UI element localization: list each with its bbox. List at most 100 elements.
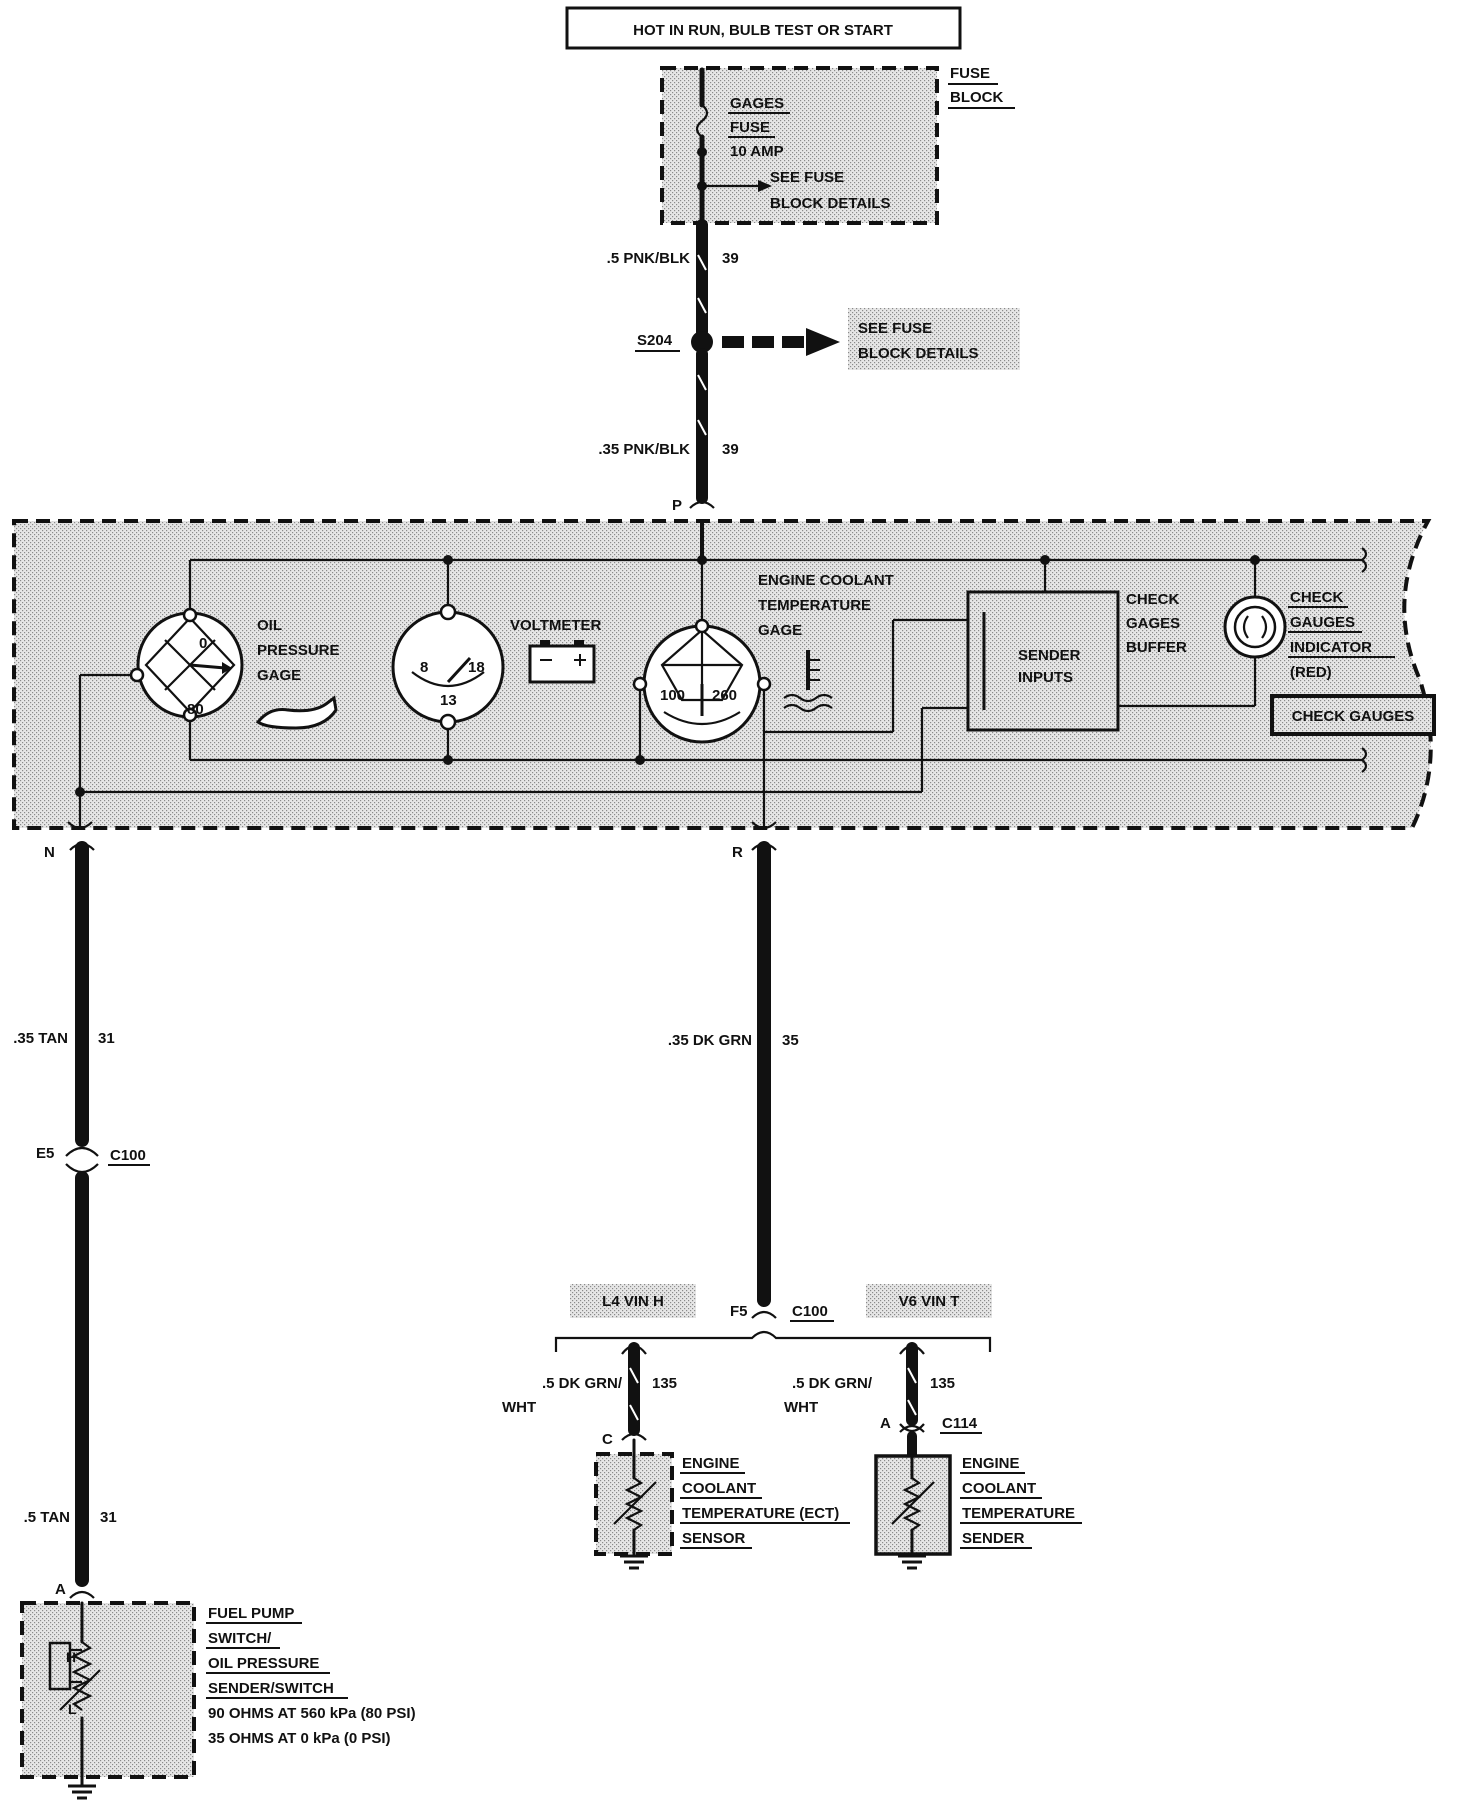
coolant-gauge-high: 260 [712, 687, 737, 704]
voltmeter-label: VOLTMETER [510, 617, 602, 634]
oil-gauge-max: 80 [187, 701, 204, 718]
buffer-label-2: GAGES [1126, 615, 1180, 632]
voltmeter-low: 8 [420, 659, 428, 676]
connector-f5: F5 [730, 1303, 748, 1320]
indicator-label-3: INDICATOR [1290, 639, 1372, 656]
sender-inputs-1: SENDER [1018, 647, 1081, 664]
splice-dot-icon [691, 331, 713, 353]
check-gauges-warning: CHECK GAUGES [1292, 708, 1415, 725]
oil-pressure-gauge: 0 80 OIL PRESSURE GAGE [75, 560, 340, 828]
oil-gauge-min: 0 [199, 635, 207, 652]
thermistor-icon [902, 1477, 922, 1531]
fuse-block: FUSE BLOCK GAGES FUSE 10 AMP SEE FUSE BL… [660, 65, 1015, 228]
coolant-sender-label-1: ENGINE [962, 1455, 1020, 1472]
oil-switch-label-3: OIL PRESSURE [208, 1655, 319, 1672]
oil-switch-low: L [68, 1701, 77, 1717]
wire-pnk-blk-top: .5 PNK/BLK 39 [607, 219, 739, 338]
oil-can-icon [255, 695, 338, 730]
voltmeter: 8 18 13 VOLTMETER [391, 560, 602, 760]
connector-c100-coolant: C100 [792, 1303, 828, 1320]
wire-oil-lower-gauge: .5 TAN [24, 1509, 70, 1526]
power-note-text: HOT IN RUN, BULB TEST OR START [633, 22, 893, 39]
splice-note-1: SEE FUSE [858, 320, 932, 337]
fuse-icon [695, 104, 709, 138]
voltmeter-mid: 13 [440, 692, 457, 709]
coolant-sender-label-3: TEMPERATURE [962, 1505, 1075, 1522]
indicator-label-2: GAUGES [1290, 614, 1355, 631]
connector-pin-c: C [602, 1431, 613, 1448]
wire-coolant-gauge: .35 DK GRN [668, 1032, 752, 1049]
thermistor-icon [624, 1477, 644, 1531]
indicator-label-4: (RED) [1290, 664, 1332, 681]
connector-pin-a-v6: A [880, 1415, 891, 1432]
check-gages-buffer: SENDER INPUTS CHECK GAGES BUFFER [920, 560, 1255, 792]
option-l4: L4 VIN H [602, 1293, 664, 1310]
ect-sensor-label-1: ENGINE [682, 1455, 740, 1472]
coolant-gauge-label-1: ENGINE COOLANT [758, 572, 894, 589]
oil-pressure-circuit: N .35 TAN 31 E5 C100 .5 TAN 31 A H L FUE… [13, 841, 416, 1800]
wire-v6-gauge-2: WHT [784, 1399, 818, 1416]
ground-icon [68, 1784, 96, 1800]
sender-inputs-2: INPUTS [1018, 669, 1073, 686]
cluster-pin-p: P [672, 497, 682, 514]
coolant-temperature-gauge: 100 260 ENGINE COOLANT TEMPERATURE GAGE [632, 560, 968, 828]
wire-mid-circuit: 39 [722, 441, 739, 458]
wire-v6-circuit: 135 [930, 1375, 955, 1392]
resistor-icon [71, 1641, 93, 1711]
splice-id: S204 [637, 332, 673, 349]
ground-icon [898, 1554, 926, 1570]
arrow-right-icon [758, 180, 772, 192]
option-v6: V6 VIN T [899, 1293, 960, 1310]
fuse-block-title-1: FUSE [950, 65, 990, 82]
oil-gauge-label-3: GAGE [257, 667, 301, 684]
indicator-label-1: CHECK [1290, 589, 1344, 606]
wire-oil-upper-circuit: 31 [98, 1030, 115, 1047]
wire-top-circuit: 39 [722, 250, 739, 267]
fuse-detail-2: BLOCK DETAILS [770, 195, 891, 212]
oil-switch-high: H [66, 1649, 76, 1665]
oil-switch-spec-1: 90 OHMS AT 560 kPa (80 PSI) [208, 1705, 416, 1722]
oil-switch-label-4: SENDER/SWITCH [208, 1680, 334, 1697]
wire-ect-circuit: 135 [652, 1375, 677, 1392]
ect-sensor-label-2: COOLANT [682, 1480, 756, 1497]
thermometer-icon [783, 650, 833, 713]
oil-gauge-label-2: PRESSURE [257, 642, 340, 659]
wire-oil-lower-circuit: 31 [100, 1509, 117, 1526]
wire-coolant-circuit: 35 [782, 1032, 799, 1049]
cluster-pin-r: R [732, 844, 743, 861]
buffer-label-1: CHECK [1126, 591, 1180, 608]
wire-ect-gauge-2: WHT [502, 1399, 536, 1416]
buffer-label-3: BUFFER [1126, 639, 1187, 656]
cluster-pin-n: N [44, 844, 55, 861]
oil-switch-label-2: SWITCH/ [208, 1630, 272, 1647]
oil-switch-spec-2: 35 OHMS AT 0 kPa (0 PSI) [208, 1730, 391, 1747]
fuse-block-title-2: BLOCK [950, 89, 1003, 106]
voltmeter-high: 18 [468, 659, 485, 676]
wire-pnk-blk-mid: .35 PNK/BLK 39 P [598, 348, 739, 514]
coolant-gauge-label-3: GAGE [758, 622, 802, 639]
ect-sensor-label-4: SENSOR [682, 1530, 746, 1547]
wire-top-gauge: .5 PNK/BLK [607, 250, 691, 267]
connector-pin-a-oil: A [55, 1581, 66, 1598]
coolant-sender-label-4: SENDER [962, 1530, 1025, 1547]
bulb-icon [1242, 615, 1268, 639]
connector-c114: C114 [942, 1415, 978, 1432]
wire-oil-upper-gauge: .35 TAN [13, 1030, 68, 1047]
check-gauges-indicator: CHECK GAUGES INDICATOR (RED) CHECK GAUGE… [1223, 560, 1436, 736]
wire-mid-gauge: .35 PNK/BLK [598, 441, 690, 458]
coolant-sender-label-2: COOLANT [962, 1480, 1036, 1497]
arrow-right-icon [806, 328, 840, 356]
wire-v6-gauge-1: .5 DK GRN/ [792, 1375, 873, 1392]
fuse-rating: 10 AMP [730, 143, 784, 160]
oil-switch-label-1: FUEL PUMP [208, 1605, 294, 1622]
coolant-gauge-low: 100 [660, 687, 685, 704]
splice-s204: S204 SEE FUSE BLOCK DETAILS [635, 308, 1020, 370]
connector-e5: E5 [36, 1145, 54, 1162]
power-note: HOT IN RUN, BULB TEST OR START [565, 6, 962, 50]
ground-icon [620, 1554, 648, 1570]
fuse-name-2: FUSE [730, 119, 770, 136]
oil-gauge-label-1: OIL [257, 617, 282, 634]
connector-c100-oil: C100 [110, 1147, 146, 1164]
coolant-circuit: R .35 DK GRN 35 F5 C100 L4 VIN H V6 VIN … [502, 841, 1082, 1570]
